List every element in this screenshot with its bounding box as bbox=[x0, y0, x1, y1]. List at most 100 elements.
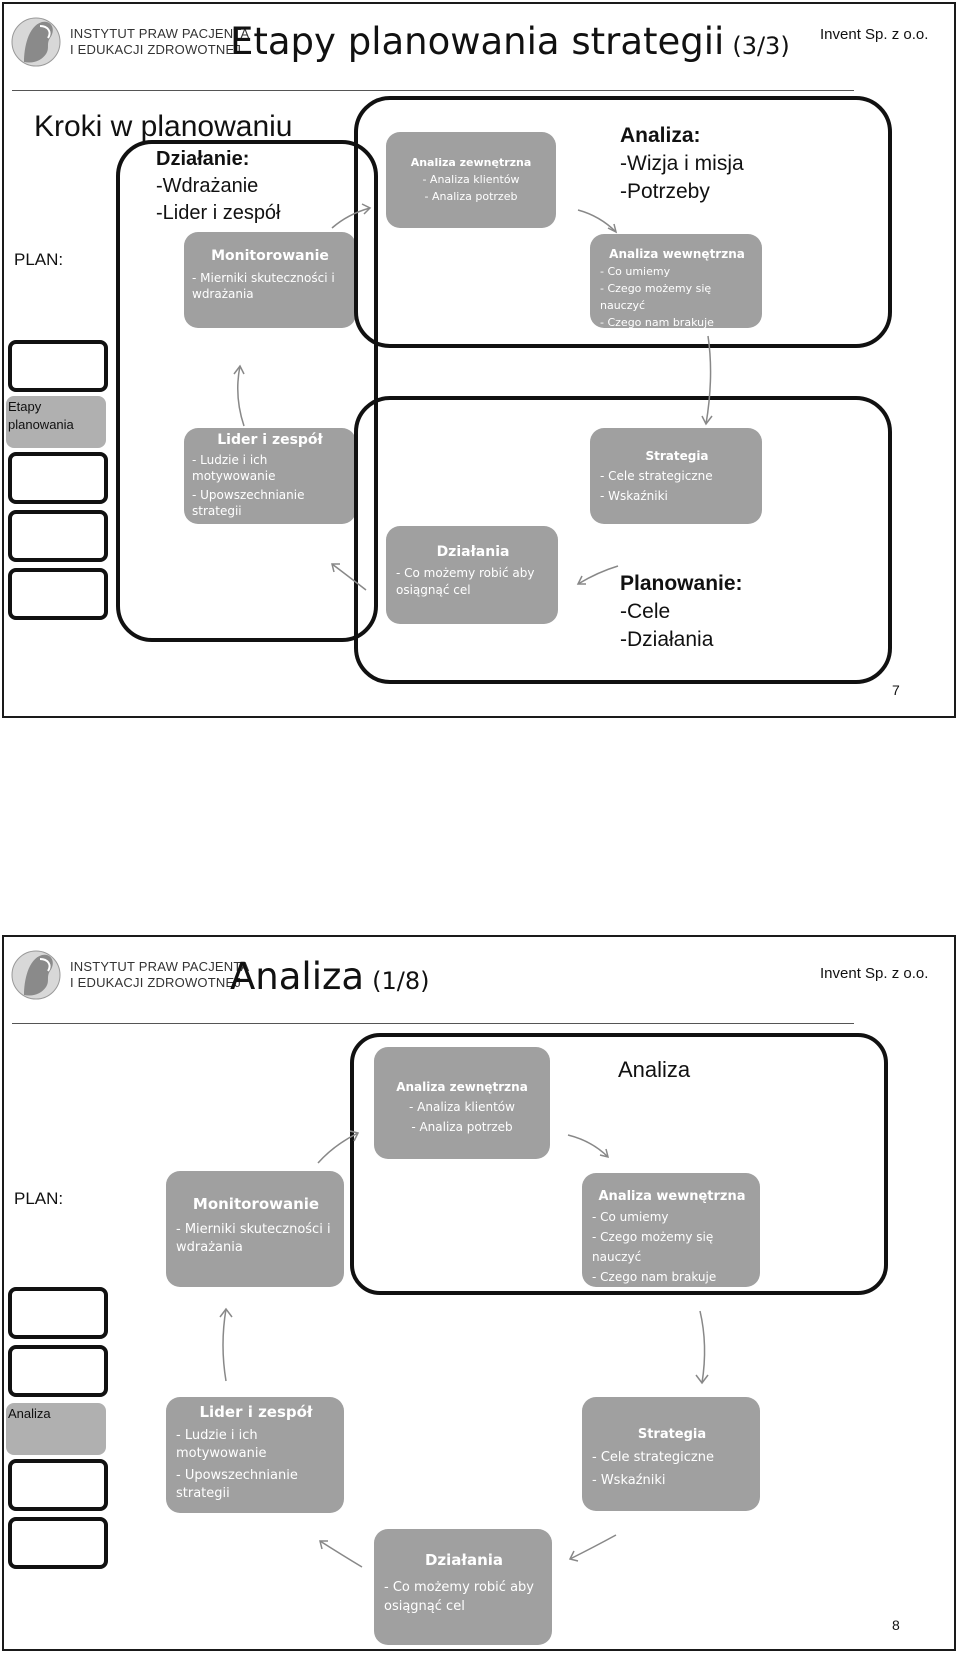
box-line: - Upowszechnianie strategii bbox=[192, 488, 305, 518]
logo-text: INSTYTUT PRAW PACJENTA I EDUKACJI ZDROWO… bbox=[70, 26, 249, 58]
box-line: - Co możemy robić aby osiągnąć cel bbox=[384, 1580, 534, 1614]
box-line: - Cele strategiczne bbox=[592, 1450, 714, 1465]
side-tab-1[interactable] bbox=[8, 1287, 108, 1339]
institute-logo-icon bbox=[11, 950, 61, 1000]
box-analiza-zewnetrzna: Analiza zewnętrzna - Analiza klientów - … bbox=[374, 1047, 550, 1159]
box-monitorowanie: Monitorowanie - Mierniki skuteczności i … bbox=[166, 1171, 344, 1287]
note-line: -Potrzeby bbox=[620, 180, 710, 203]
box-lider-i-zespol: Lider i zespół - Ludzie i ich motywowani… bbox=[166, 1397, 344, 1513]
box-title: Działania bbox=[436, 544, 510, 560]
slide-title: Etapy planowania strategii(3/3) bbox=[230, 20, 790, 63]
title-divider bbox=[12, 1023, 854, 1024]
arrow-strategia-to-dzialania bbox=[577, 565, 619, 585]
box-line: - Co możemy robić aby osiągnąć cel bbox=[396, 566, 535, 597]
box-title: Działania bbox=[424, 1551, 504, 1569]
box-line: - Analiza potrzeb bbox=[424, 190, 518, 203]
box-line: - Czego nam brakuje bbox=[600, 316, 714, 328]
box-title: Analiza wewnętrzna bbox=[598, 1189, 746, 1204]
box-line: - Wskaźniki bbox=[600, 489, 668, 503]
note-planowanie: Planowanie: -Cele -Działania bbox=[620, 570, 743, 654]
note-line: -Wdrażanie bbox=[156, 175, 259, 197]
arrow-dzialania-to-lider bbox=[319, 1540, 363, 1568]
arrow-wewn-to-strategia bbox=[705, 335, 712, 425]
page-number: 8 bbox=[892, 1617, 900, 1633]
box-line: - Co umiemy bbox=[600, 265, 671, 278]
company-name: Invent Sp. z o.o. bbox=[820, 965, 929, 982]
box-line: - Mierniki skuteczności i wdrażania bbox=[192, 271, 335, 301]
logo-line-1: INSTYTUT PRAW PACJENTA bbox=[70, 959, 250, 974]
note-line: -Działania bbox=[620, 628, 714, 651]
frame-analiza bbox=[350, 1033, 888, 1295]
note-title: Działanie: bbox=[156, 148, 250, 170]
box-lider-i-zespol: Lider i zespół - Ludzie i ich motywowani… bbox=[184, 428, 356, 524]
side-tab-active[interactable]: Analiza bbox=[6, 1403, 106, 1455]
box-title: Strategia bbox=[637, 1427, 707, 1442]
company-name: Invent Sp. z o.o. bbox=[820, 26, 929, 43]
logo-line-2: I EDUKACJI ZDROWOTNEJ bbox=[70, 975, 242, 990]
box-title: Lider i zespół bbox=[199, 1403, 313, 1421]
note-line: -Cele bbox=[620, 600, 671, 623]
slide-title: Analiza(1/8) bbox=[230, 955, 429, 998]
box-line: - Wskaźniki bbox=[592, 1473, 666, 1488]
note-analiza: Analiza bbox=[618, 1057, 691, 1082]
box-analiza-wewnetrzna: Analiza wewnętrzna - Co umiemy - Czego m… bbox=[590, 234, 762, 328]
side-tab-3[interactable] bbox=[8, 452, 108, 504]
logo-text: INSTYTUT PRAW PACJENTA I EDUKACJI ZDROWO… bbox=[70, 959, 249, 991]
arrow-dzialania-to-lider bbox=[331, 563, 367, 591]
box-line: - Czego nam brakuje bbox=[592, 1270, 717, 1284]
slide-title-suffix: (1/8) bbox=[372, 967, 430, 995]
note-title: Analiza: bbox=[620, 124, 701, 147]
heading-kroki: Kroki w planowaniu bbox=[34, 110, 293, 143]
box-title: Analiza zewnętrzna bbox=[396, 1080, 528, 1094]
note-dzialanie: Działanie: -Wdrażanie -Lider i zespół bbox=[156, 146, 281, 227]
box-line: - Co umiemy bbox=[592, 1210, 669, 1224]
note-title: Planowanie: bbox=[620, 572, 743, 595]
box-line: - Czego możemy się nauczyć bbox=[600, 282, 712, 312]
slide-8: INSTYTUT PRAW PACJENTA I EDUKACJI ZDROWO… bbox=[2, 935, 956, 1651]
cycle-arrows bbox=[219, 1130, 709, 1568]
note-line: -Lider i zespół bbox=[156, 202, 281, 224]
box-title: Strategia bbox=[645, 449, 709, 463]
note-line: -Wizja i misja bbox=[620, 152, 744, 175]
side-tab-active[interactable]: Etapy planowania bbox=[6, 396, 106, 448]
box-monitorowanie: Monitorowanie - Mierniki skuteczności i … bbox=[184, 232, 356, 328]
frame-analiza bbox=[354, 96, 892, 348]
title-divider bbox=[12, 90, 854, 91]
arrow-lider-to-monitor bbox=[237, 365, 245, 427]
side-tab-5[interactable] bbox=[8, 568, 108, 620]
side-tab-4[interactable] bbox=[8, 1459, 108, 1511]
plan-label: PLAN: bbox=[14, 250, 64, 269]
frame-planowanie bbox=[354, 396, 892, 684]
institute-logo-icon bbox=[11, 17, 61, 67]
box-analiza-zewnetrzna: Analiza zewnętrzna - Analiza klientów - … bbox=[386, 132, 556, 228]
side-tab-2[interactable] bbox=[8, 1345, 108, 1397]
box-line: - Analiza potrzeb bbox=[411, 1120, 513, 1134]
box-title: Monitorowanie bbox=[211, 248, 329, 264]
institute-logo: INSTYTUT PRAW PACJENTA I EDUKACJI ZDROWO… bbox=[10, 12, 249, 74]
box-strategia: Strategia - Cele strategiczne - Wskaźnik… bbox=[590, 428, 762, 524]
box-line: - Ludzie i ich motywowanie bbox=[176, 1428, 267, 1461]
arrow-strategia-to-dzialania bbox=[569, 1534, 617, 1560]
arrow-zewn-to-wewn bbox=[577, 209, 617, 233]
box-title: Monitorowanie bbox=[192, 1195, 320, 1213]
side-tab-5[interactable] bbox=[8, 1517, 108, 1569]
arrow-lider-to-monitor bbox=[222, 1308, 227, 1382]
slide-7: INSTYTUT PRAW PACJENTA I EDUKACJI ZDROWO… bbox=[2, 2, 956, 718]
page-number: 7 bbox=[892, 682, 900, 698]
logo-line-2: I EDUKACJI ZDROWOTNEJ bbox=[70, 42, 242, 57]
box-strategia: Strategia - Cele strategiczne - Wskaźnik… bbox=[582, 1397, 760, 1511]
box-line: - Analiza klientów bbox=[409, 1100, 515, 1114]
cycle-arrows bbox=[233, 203, 713, 591]
slide-title-text: Etapy planowania strategii bbox=[230, 20, 725, 63]
arrow-wewn-to-strategia bbox=[699, 1310, 706, 1384]
box-line: - Mierniki skuteczności i wdrażania bbox=[176, 1222, 331, 1255]
box-analiza-wewnetrzna: Analiza wewnętrzna - Co umiemy - Czego m… bbox=[582, 1173, 760, 1287]
side-tab-1[interactable] bbox=[8, 340, 108, 392]
box-line: - Cele strategiczne bbox=[600, 469, 713, 483]
slide-title-suffix: (3/3) bbox=[732, 32, 790, 60]
arrow-zewn-to-wewn bbox=[567, 1134, 609, 1158]
side-tab-4[interactable] bbox=[8, 510, 108, 562]
plan-label: PLAN: bbox=[14, 1189, 64, 1208]
note-analiza: Analiza: -Wizja i misja -Potrzeby bbox=[620, 122, 744, 206]
frame-dzialanie bbox=[116, 140, 378, 642]
